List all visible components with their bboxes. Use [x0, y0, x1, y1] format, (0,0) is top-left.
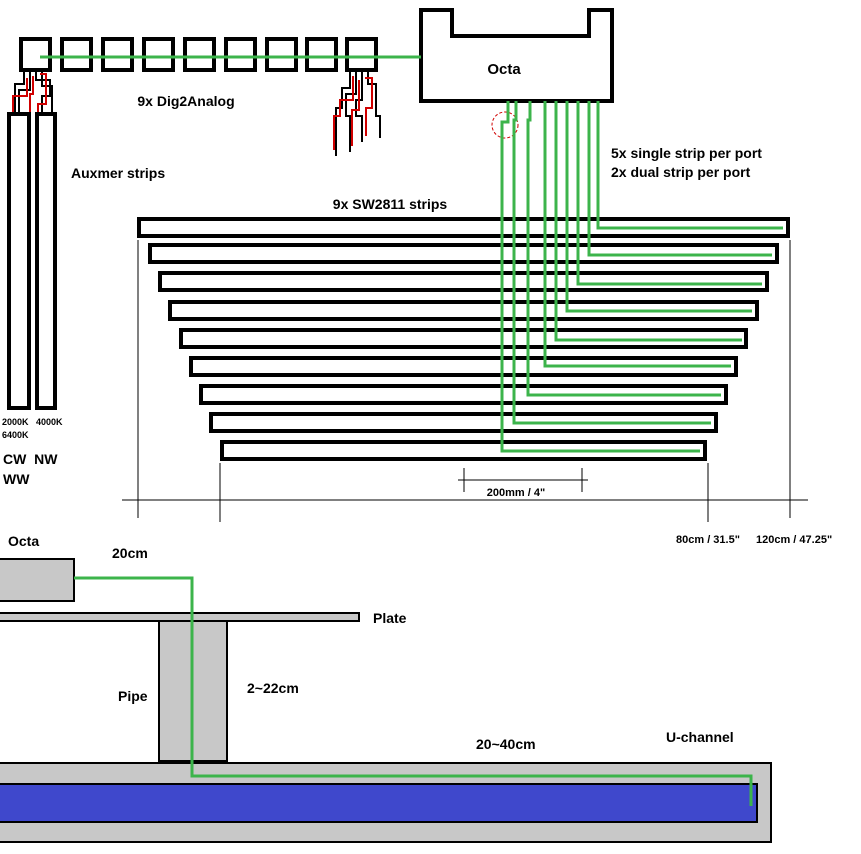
dig2analog-module: [101, 37, 134, 72]
dig2analog-module: [265, 37, 298, 72]
dig2analog-modules: [19, 37, 378, 72]
side-data-wire: [74, 576, 753, 806]
sw2811-label: 9x SW2811 strips: [333, 196, 448, 212]
octa-data-wires: [500, 101, 783, 453]
cm20-40-label: 20~40cm: [476, 736, 536, 752]
kelvin-6400-label: 6400K: [2, 430, 29, 440]
octa-label: Octa: [487, 61, 521, 78]
dig2analog-module: [224, 37, 257, 72]
spacing-label: 200mm / 4": [487, 487, 545, 499]
cm2-22-label: 2~22cm: [247, 680, 299, 696]
dig2analog-module: [345, 37, 378, 72]
dig2analog-module: [19, 37, 52, 72]
octa-controller: [419, 8, 614, 103]
sw2811-strip: [199, 384, 728, 405]
sw2811-strip: [158, 271, 769, 292]
sw2811-strip: [137, 217, 790, 238]
dig2analog-module: [142, 37, 175, 72]
left-module-wiring: [12, 70, 53, 114]
width-120-label: 120cm / 47.25": [756, 534, 832, 546]
ww-label: WW: [3, 471, 30, 487]
sw2811-strip: [189, 356, 738, 377]
dig2analog-module: [305, 37, 338, 72]
octa-side-label: Octa: [8, 533, 39, 549]
sw2811-strips: [137, 217, 790, 461]
sw2811-strip: [220, 440, 707, 461]
kelvin-2000-label: 2000K: [2, 417, 29, 427]
plate: [0, 612, 360, 622]
right-module-wiring: [333, 70, 381, 156]
sw2811-strip: [179, 328, 748, 349]
sw2811-strip: [148, 243, 779, 264]
kelvin-4000-label: 4000K: [36, 417, 63, 427]
sw2811-strip: [168, 300, 759, 321]
width-80-label: 80cm / 31.5": [676, 534, 740, 546]
auxmer-strip-right: [35, 112, 57, 410]
uchannel-label: U-channel: [666, 729, 734, 745]
cw-nw-label: CW NW: [3, 451, 58, 467]
u-channel-led-strip: [0, 783, 758, 823]
cm20-label: 20cm: [112, 545, 148, 561]
dig2analog-module: [60, 37, 93, 72]
auxmer-label: Auxmer strips: [71, 165, 165, 181]
dig2analog-module: [183, 37, 216, 72]
dimension-lines: [122, 240, 808, 522]
pipe-label: Pipe: [118, 688, 148, 704]
octa-side-box: [0, 558, 75, 602]
dig2analog-label: 9x Dig2Analog: [137, 93, 234, 109]
plate-label: Plate: [373, 610, 407, 626]
ports-single-label: 5x single strip per port: [611, 145, 762, 161]
port-highlight-circle: [491, 111, 519, 139]
ports-dual-label: 2x dual strip per port: [611, 164, 751, 180]
auxmer-strip-left: [7, 112, 31, 410]
sw2811-strip: [209, 412, 718, 433]
